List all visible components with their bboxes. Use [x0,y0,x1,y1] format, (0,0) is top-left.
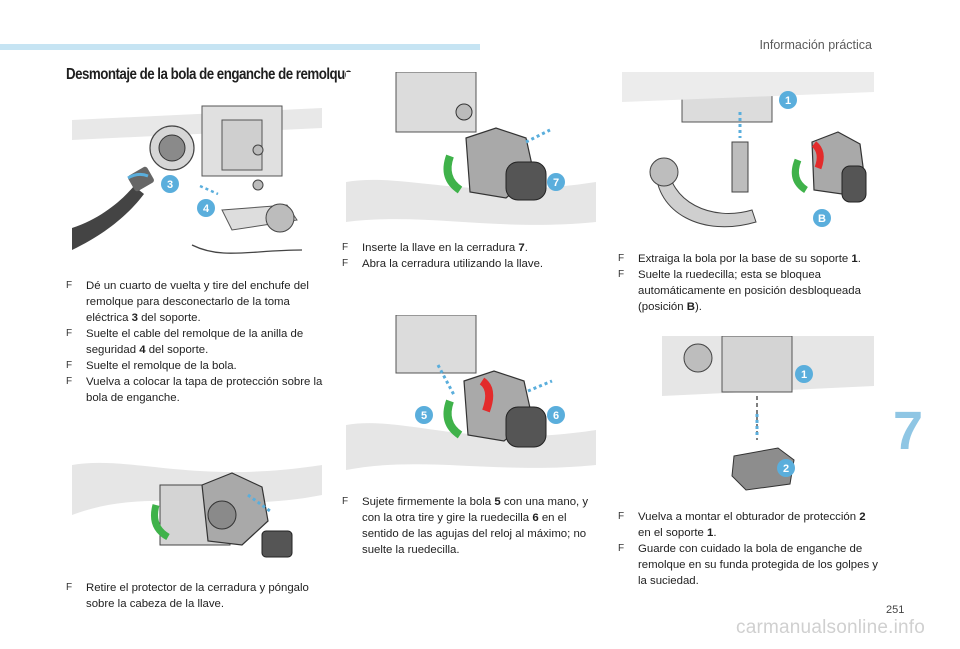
section-header: Información práctica [759,38,872,52]
figure-disconnect-plug: 3 4 [72,100,322,270]
callout-4: 4 [203,203,210,215]
callout-6: 6 [553,410,559,422]
callout-B: B [818,213,826,225]
top-accent-bar [0,44,480,50]
figure-turn-wheel: 5 6 [346,315,596,480]
figure-mount-cap: 1 2 [662,336,874,496]
figure-extract-ball: 1 B [622,72,874,234]
callout-5: 5 [421,410,427,422]
watermark: carmanualsonline.info [736,617,926,638]
figure-lock-protector [72,425,322,575]
callout-7: 7 [553,177,559,189]
page-number: 251 [886,604,905,616]
callout-1: 1 [785,95,791,107]
page-title: Desmontaje de la bola de enganche de rem… [66,66,352,83]
callout-2: 2 [783,463,789,475]
chapter-number: 7 [893,401,924,461]
callout-3: 3 [167,179,173,191]
figure-insert-key: 7 [346,72,596,232]
callout-1: 1 [801,369,807,381]
